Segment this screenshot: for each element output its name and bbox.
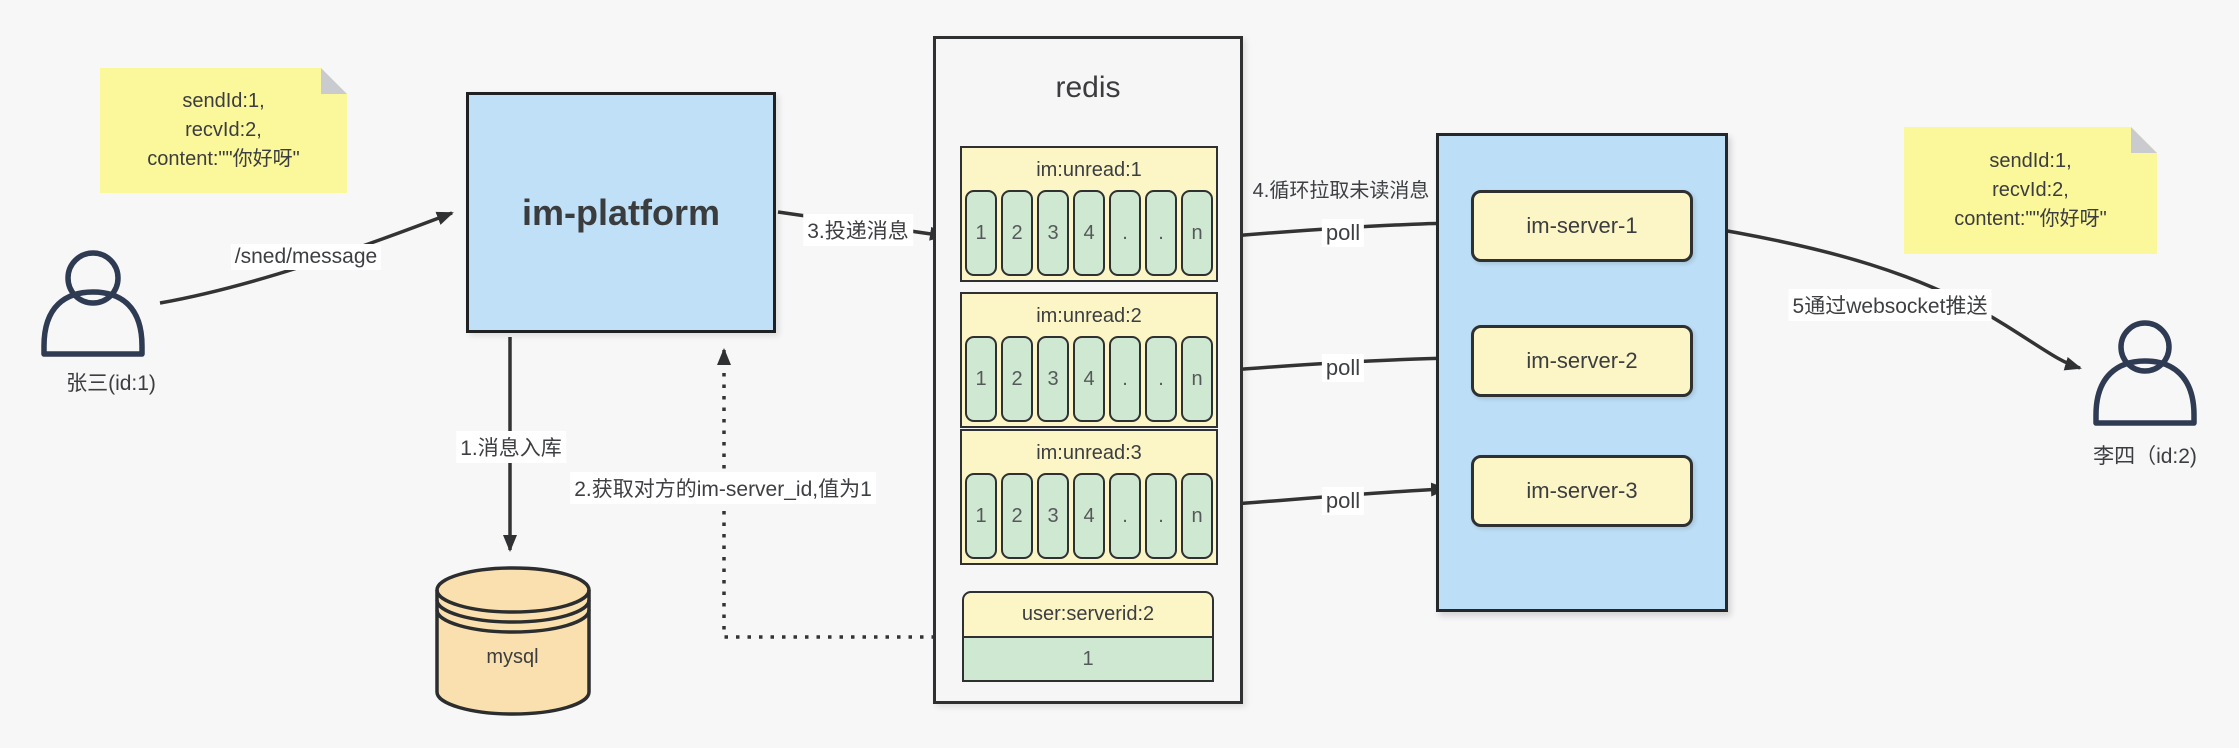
queue-name: im:unread:2: [1036, 305, 1142, 327]
redis-title: redis: [1055, 71, 1121, 104]
queue-cell: 3: [1037, 336, 1069, 422]
queue-cell: n: [1181, 190, 1213, 276]
queue-cell: 4: [1073, 190, 1105, 276]
receiver-label: 李四（id:2): [2093, 445, 2197, 468]
queue-name: im:unread:1: [1036, 159, 1142, 181]
note-line: content:""你好呀": [1954, 208, 2107, 230]
note-line: content:""你好呀": [147, 148, 300, 170]
edge-label-step1: 1.消息入库: [456, 431, 566, 463]
queue-cell: .: [1145, 473, 1177, 559]
kv-value: 1: [964, 638, 1212, 680]
queue-cell: 2: [1001, 473, 1033, 559]
edge-label-send: /sned/message: [230, 244, 382, 270]
queue-cell: .: [1145, 190, 1177, 276]
queue-cell: 4: [1073, 336, 1105, 422]
sender-label: 张三(id:1): [66, 372, 156, 395]
note-line: sendId:1,: [182, 90, 265, 112]
im-server-1-box: im-server-1: [1471, 190, 1693, 262]
queue-cell: .: [1109, 190, 1141, 276]
sticky-note-left: sendId:1, recvId:2, content:""你好呀": [100, 68, 347, 193]
im-server-3-label: im-server-3: [1526, 478, 1638, 503]
queue-cell: 1: [965, 473, 997, 559]
mysql-database-icon: [435, 566, 591, 716]
im-server-cluster: im-server-1 im-server-2 im-server-3: [1436, 133, 1728, 612]
edge-label-poll-3: poll: [1321, 487, 1365, 515]
queue-cell: .: [1109, 336, 1141, 422]
mysql-label: mysql: [486, 646, 539, 668]
edge-label-step5: 5通过websocket推送: [1788, 289, 1992, 321]
queue-cell: 1: [965, 190, 997, 276]
queue-cell: 2: [1001, 190, 1033, 276]
queue-cell: .: [1145, 336, 1177, 422]
queue-cell: n: [1181, 473, 1213, 559]
person-icon: [41, 250, 145, 357]
queue-cell: n: [1181, 336, 1213, 422]
edge-label-step4: 4.循环拉取未读消息: [1252, 180, 1430, 202]
queue-name: im:unread:3: [1036, 442, 1142, 464]
im-platform-box: im-platform: [466, 92, 776, 333]
note-line: recvId:2,: [1992, 179, 2069, 201]
person-icon: [2093, 320, 2197, 426]
queue-cell: 3: [1037, 473, 1069, 559]
queue-cell: .: [1109, 473, 1141, 559]
sticky-fold-corner: [2131, 127, 2157, 153]
queue-cell: 3: [1037, 190, 1069, 276]
im-server-2-box: im-server-2: [1471, 325, 1693, 397]
queue-cell: 1: [965, 336, 997, 422]
user-serverid-box: user:serverid:2 1: [962, 591, 1214, 682]
sticky-note-right: sendId:1, recvId:2, content:""你好呀": [1904, 127, 2157, 254]
note-line: sendId:1,: [1989, 150, 2072, 172]
edge-label-step3: 3.投递消息: [803, 214, 913, 246]
sticky-fold-corner: [321, 68, 347, 94]
im-server-1-label: im-server-1: [1526, 213, 1638, 238]
im-server-2-label: im-server-2: [1526, 348, 1638, 373]
edge-label-poll-1: poll: [1321, 219, 1365, 247]
queue-cell: 4: [1073, 473, 1105, 559]
im-platform-label: im-platform: [522, 191, 720, 233]
edge-label-poll-2: poll: [1321, 354, 1365, 382]
im-server-3-box: im-server-3: [1471, 455, 1693, 527]
queue-cell: 2: [1001, 336, 1033, 422]
edge-label-step2: 2.获取对方的im-server_id,值为1: [570, 472, 876, 504]
kv-key: user:serverid:2: [964, 593, 1212, 638]
note-line: recvId:2,: [185, 119, 262, 141]
